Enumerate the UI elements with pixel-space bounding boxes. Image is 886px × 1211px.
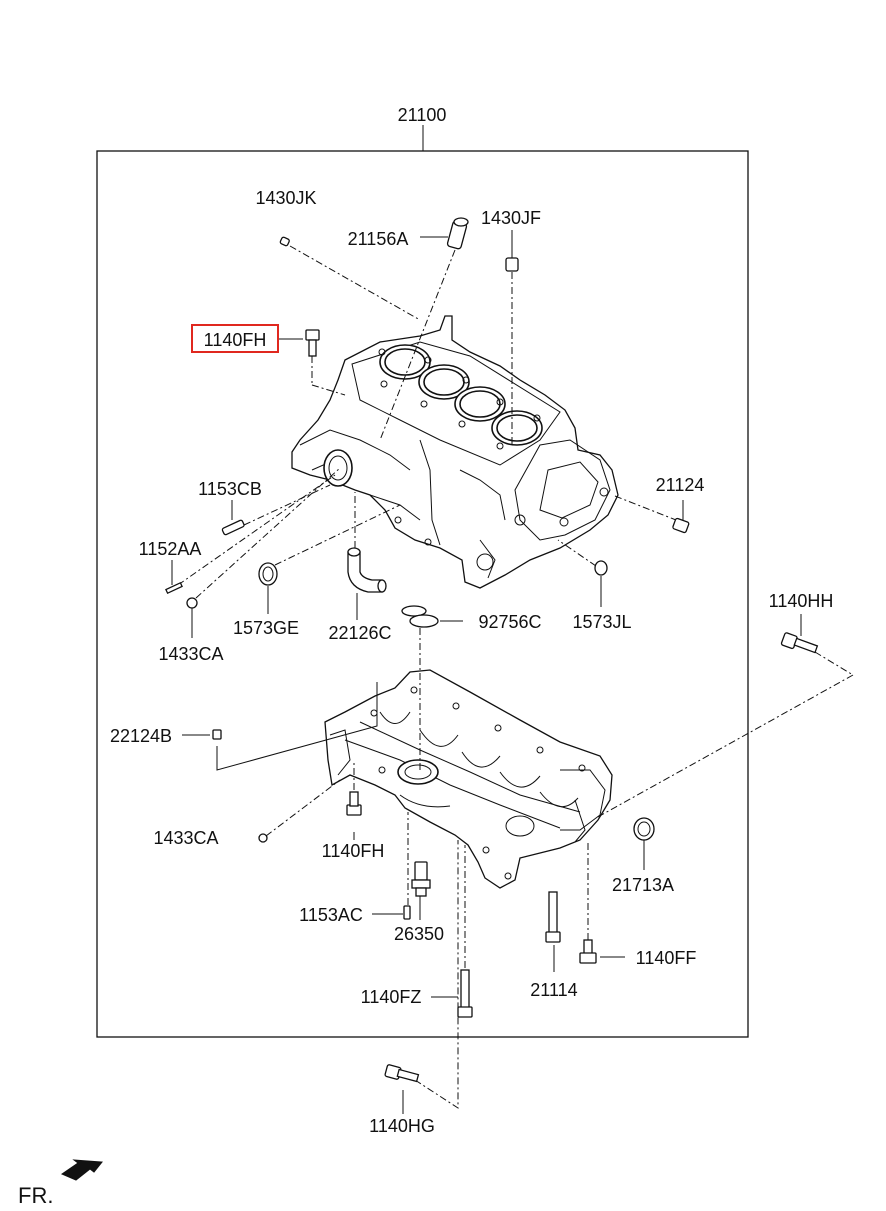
label-1153CB[interactable]: 1153CB: [198, 479, 262, 499]
assembly-frame: [96, 150, 749, 1038]
label-1140FH-bottom[interactable]: 1140FH: [322, 841, 385, 861]
label-1430JF[interactable]: 1430JF: [481, 208, 541, 228]
label-1573GE[interactable]: 1573GE: [233, 618, 299, 638]
assembly-number: 21100: [398, 105, 447, 125]
label-92756C[interactable]: 92756C: [478, 612, 541, 632]
label-21713A[interactable]: 21713A: [612, 875, 674, 895]
label-1430JK[interactable]: 1430JK: [255, 188, 316, 208]
highlight-box: [191, 324, 279, 353]
small-parts: [165, 217, 819, 1083]
leader-lines: [171, 230, 854, 1114]
lower-crankcase: [324, 669, 613, 889]
cylinder-block: [291, 315, 619, 589]
label-1140FZ[interactable]: 1140FZ: [361, 987, 422, 1007]
label-1140HH[interactable]: 1140HH: [769, 591, 834, 611]
front-label: FR.: [18, 1183, 53, 1208]
label-1140FF[interactable]: 1140FF: [636, 948, 697, 968]
label-22126C[interactable]: 22126C: [328, 623, 391, 643]
label-1140HG[interactable]: 1140HG: [369, 1116, 435, 1136]
label-1152AA[interactable]: 1152AA: [139, 539, 202, 559]
label-21114[interactable]: 21114: [530, 980, 577, 1000]
label-21124[interactable]: 21124: [656, 475, 705, 495]
label-1573JL[interactable]: 1573JL: [572, 612, 631, 632]
label-22124B[interactable]: 22124B: [110, 726, 172, 746]
label-1140FH-highlighted[interactable]: 1140FH: [204, 330, 267, 350]
label-21156A[interactable]: 21156A: [348, 229, 409, 249]
label-1153AC[interactable]: 1153AC: [299, 905, 363, 925]
label-1433CA-top[interactable]: 1433CA: [158, 644, 223, 664]
label-1433CA-bottom[interactable]: 1433CA: [153, 828, 218, 848]
front-arrow-icon: [60, 1159, 103, 1181]
label-26350[interactable]: 26350: [394, 924, 444, 944]
front-direction-marker: FR.: [18, 1159, 103, 1208]
